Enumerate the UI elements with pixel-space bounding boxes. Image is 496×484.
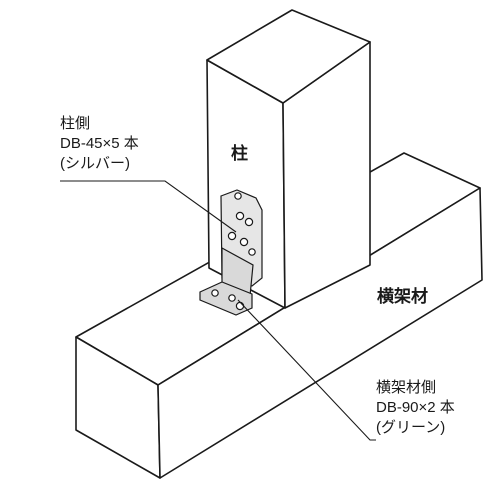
- leader-line-beam-side: [237, 299, 376, 441]
- column-side-color: (シルバー): [60, 155, 130, 172]
- bolt-hole: [239, 237, 249, 247]
- column-label: 柱: [231, 144, 248, 163]
- bolt-hole: [234, 192, 242, 200]
- column-side-title: 柱側: [60, 115, 91, 132]
- bolt-hole: [244, 217, 254, 227]
- bolt-hole: [235, 211, 245, 221]
- column-side-spec: DB-45×5 本: [60, 135, 139, 152]
- beam-side-callout: 横架材側 DB-90×2 本 (グリーン): [376, 378, 455, 438]
- bolt-hole: [211, 289, 219, 297]
- beam-side-title: 横架材側: [376, 379, 437, 396]
- beam-side-color: (グリーン): [376, 419, 446, 436]
- column-top-face: [206, 9, 371, 104]
- beam-bracket: [199, 246, 254, 316]
- bolt-hole: [228, 294, 236, 302]
- beam-side-face: [157, 187, 483, 479]
- column-side-callout: 柱側 DB-45×5 本 (シルバー): [60, 114, 139, 174]
- beam-label: 横架材: [377, 287, 428, 306]
- bolt-hole: [248, 248, 256, 256]
- bolt-hole: [235, 301, 245, 311]
- bolt-hole: [227, 231, 237, 241]
- leader-line-column-side: [60, 180, 237, 233]
- beam-side-spec: DB-90×2 本: [376, 399, 455, 416]
